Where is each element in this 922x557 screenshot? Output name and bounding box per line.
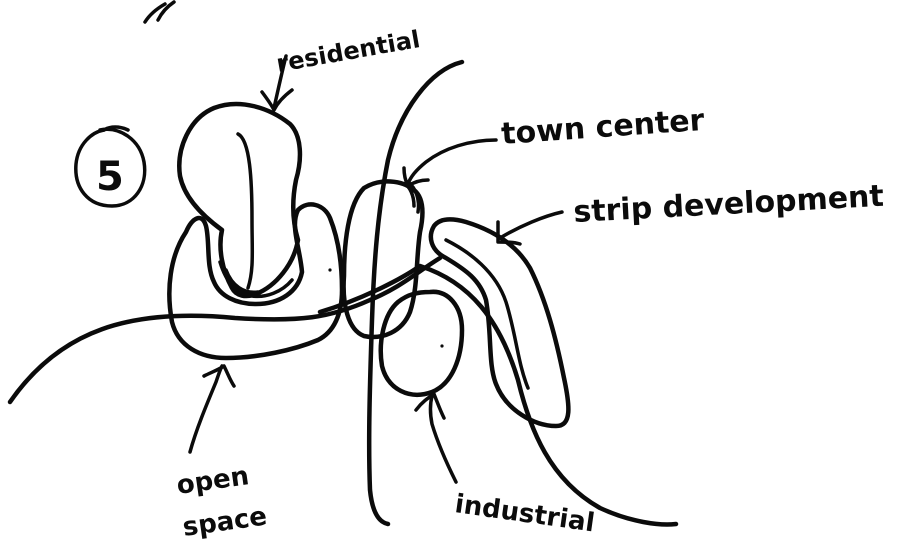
residential-inner-line: [238, 134, 252, 288]
town-center-outer: [404, 182, 419, 212]
ink-dot: [328, 268, 331, 271]
open-space-label-line2: space: [181, 501, 269, 542]
residential-inner-scribble: [220, 262, 292, 296]
residential-zone: [179, 104, 300, 296]
strip-development-zone: [431, 219, 569, 426]
strip-development-label: strip development: [573, 179, 885, 230]
town-center-label: town center: [500, 103, 706, 152]
town-center-arrow: [404, 140, 496, 186]
open-space-zone: [169, 204, 342, 358]
ink-dot: [440, 344, 443, 347]
strip-development-arrow: [498, 212, 562, 244]
residential-label: residential: [274, 25, 422, 78]
open-space-label-line1: open: [175, 461, 251, 501]
town-center-zone: [344, 181, 423, 337]
industrial-label: industrial: [453, 489, 596, 538]
industrial-zone: [381, 292, 462, 395]
top-edge-stroke: [145, 2, 174, 22]
industrial-arrow: [416, 394, 456, 482]
number-5-circle: 5: [76, 127, 145, 206]
number-5: 5: [96, 154, 124, 200]
open-space-arrow: [190, 366, 234, 452]
